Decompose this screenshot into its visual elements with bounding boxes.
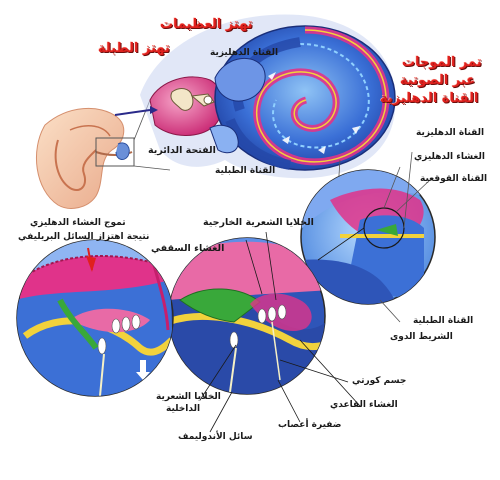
- label-tympanic-canal-bottom: القناة الطبلية: [413, 316, 474, 326]
- label-vestibular-canal-top: القناة الدهليزية: [210, 48, 279, 58]
- label-vestibular-canal-right: القناة الدهليزية: [416, 128, 485, 138]
- label-vestibular-wave-2: نتيجة اهتزاز السائل البريليفي: [18, 232, 150, 242]
- label-vestibular-wave-1: تموج الغشاء الدهليزي: [30, 218, 126, 228]
- label-vestibular-membrane-right: الغشاء الدهليزي: [414, 152, 485, 162]
- label-ossicles-vibrate: تهتز العظيمات: [160, 17, 253, 32]
- label-inner-hair-cells-1: الخلايا الشعرية: [156, 392, 221, 402]
- label-inner-hair-cells-2: الداخلية: [166, 404, 201, 414]
- label-endolymph: سائل الأندوليمف: [178, 432, 253, 442]
- label-nerve-fiber: ضفيرة أعصاب: [278, 420, 342, 430]
- zoom-box: [95, 137, 135, 167]
- label-organ-of-corti: جسم كورتي: [352, 376, 407, 386]
- label-waves-travel-3: القناة الدهليزية: [380, 91, 479, 106]
- label-spiral-ligament: الشريط الدوى: [390, 332, 453, 342]
- label-basilar-membrane: الغشاء القاعدي: [330, 400, 398, 410]
- label-outer-hair-cells: الخلايا الشعرية الخارجية: [203, 217, 314, 228]
- label-tectorial-membrane: الغشاء السقفي: [151, 243, 225, 254]
- cross-section-circle-right: [300, 151, 436, 323]
- label-tympanic-canal-top: القناة الطبلية: [215, 166, 276, 176]
- round-window: [209, 124, 239, 154]
- cochlea-spiral: [214, 25, 396, 171]
- label-cochlear-duct: القناة القوقعية: [420, 174, 488, 184]
- label-eardrum-vibrates: تهتز الطبلة: [98, 41, 170, 56]
- label-round-window: الفتحة الدائرية: [148, 145, 216, 156]
- label-waves-travel-1: تمر الموجات: [402, 55, 482, 70]
- cross-section-circle-left: [16, 239, 174, 397]
- ossicles: [170, 88, 194, 111]
- label-waves-travel-2: عبر الصوتية: [400, 73, 476, 88]
- cochlea-overview: [114, 14, 396, 191]
